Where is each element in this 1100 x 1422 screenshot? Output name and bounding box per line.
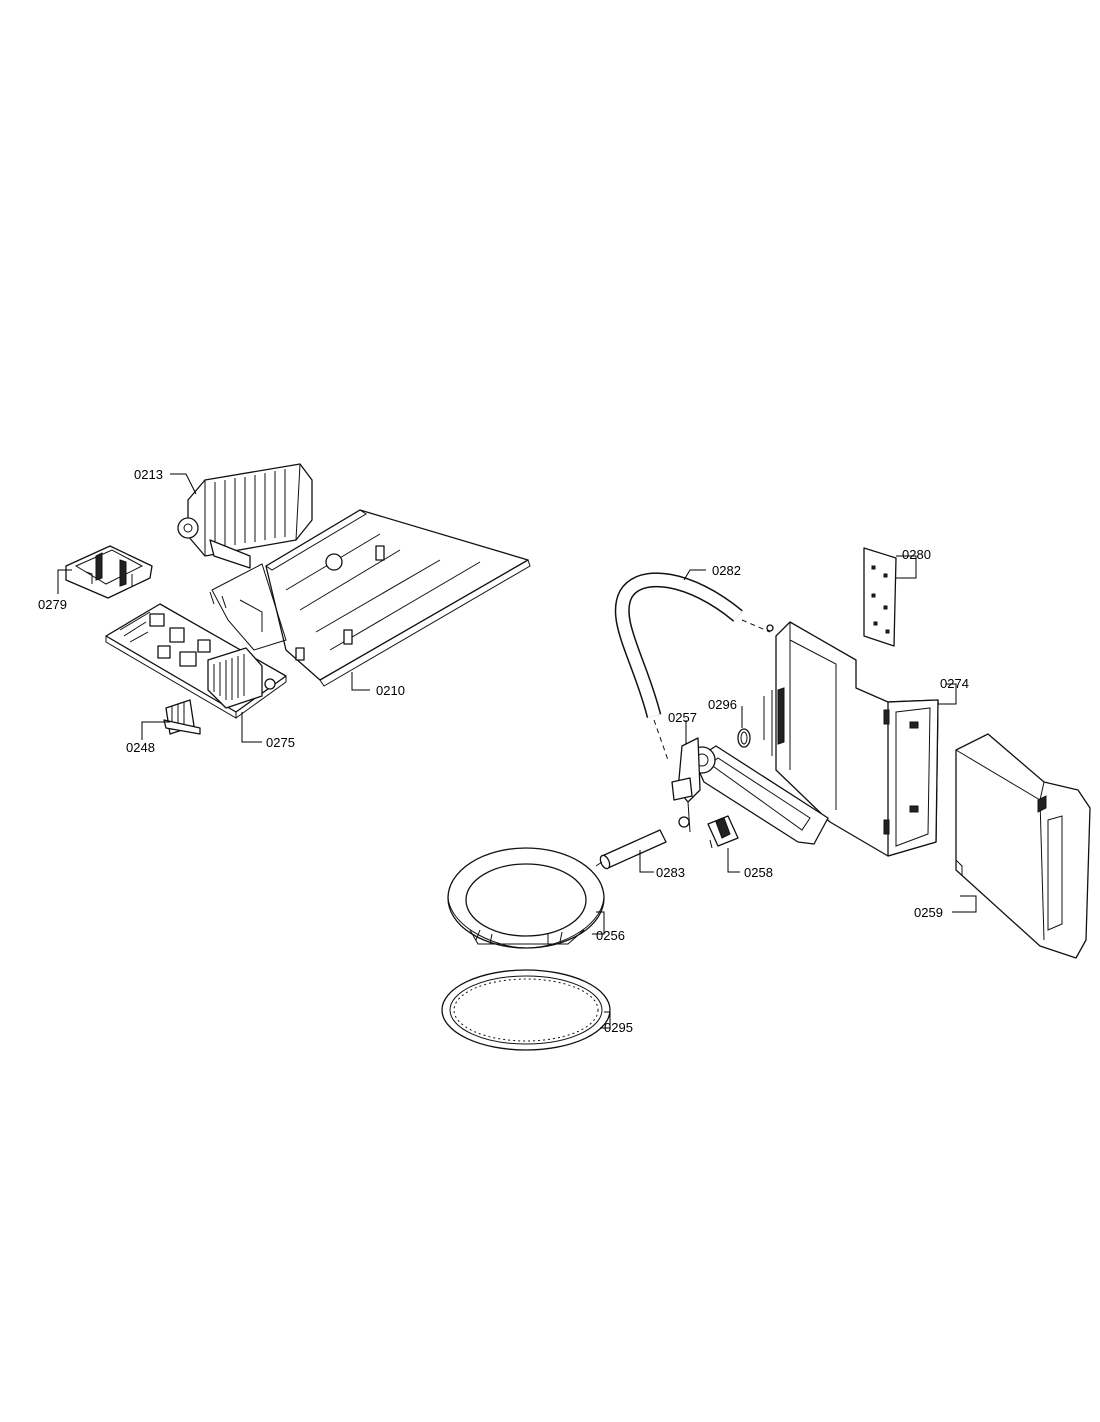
leader-0259 xyxy=(952,895,977,913)
label-0257: 0257 xyxy=(668,710,697,725)
label-0210: 0210 xyxy=(376,683,405,698)
leader-0248 xyxy=(141,721,170,740)
part-0213-fan xyxy=(177,463,313,569)
leader-0295 xyxy=(600,1011,611,1029)
part-labels: 0213 0279 0210 0275 0248 0282 0280 0274 … xyxy=(38,467,969,1035)
leader-0256 xyxy=(592,911,605,935)
label-0256: 0256 xyxy=(596,928,625,943)
leader-0282 xyxy=(683,569,706,581)
part-0279-frame xyxy=(65,545,153,599)
part-0296-ring xyxy=(737,728,751,748)
leader-0275 xyxy=(241,712,262,743)
label-0275: 0275 xyxy=(266,735,295,750)
label-0279: 0279 xyxy=(38,597,67,612)
part-0275-pcb xyxy=(105,603,287,719)
label-0282: 0282 xyxy=(712,563,741,578)
leader-lines xyxy=(57,473,977,1029)
part-0295-gasket xyxy=(441,969,611,1051)
part-0283-tube xyxy=(595,829,667,870)
part-0210-tray xyxy=(209,509,531,687)
label-0280: 0280 xyxy=(902,547,931,562)
label-0259: 0259 xyxy=(914,905,943,920)
part-0274-box xyxy=(763,621,939,857)
part-0280-plate xyxy=(863,547,897,647)
leader-0280 xyxy=(896,555,917,579)
leader-0213 xyxy=(170,473,197,495)
label-0258: 0258 xyxy=(744,865,773,880)
label-0248: 0248 xyxy=(126,740,155,755)
part-0248-connector xyxy=(163,699,201,735)
part-0259-cover xyxy=(955,733,1091,959)
leader-0274 xyxy=(938,683,957,705)
label-0283: 0283 xyxy=(656,865,685,880)
label-0296: 0296 xyxy=(708,697,737,712)
part-0257-pump xyxy=(671,737,829,845)
leader-0210 xyxy=(351,672,370,691)
part-0258-valve xyxy=(707,815,739,849)
leader-0279 xyxy=(57,569,72,594)
label-0213: 0213 xyxy=(134,467,163,482)
part-0282-hose xyxy=(614,572,771,761)
part-0256-bowl xyxy=(447,847,605,949)
leader-0258 xyxy=(727,848,740,873)
leader-0283 xyxy=(639,850,654,873)
label-0295: 0295 xyxy=(604,1020,633,1035)
label-0274: 0274 xyxy=(940,676,969,691)
